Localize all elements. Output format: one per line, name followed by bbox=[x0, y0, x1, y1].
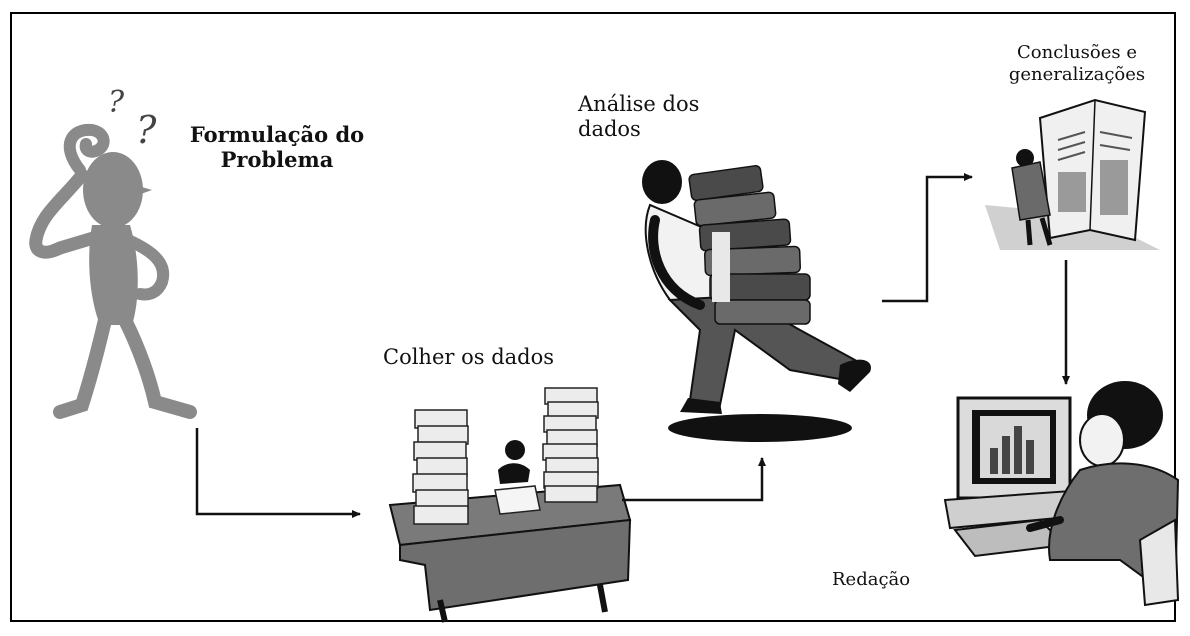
step-label-collect: Colher os dados bbox=[383, 345, 555, 369]
thinking-person-icon: ? ? bbox=[29, 85, 197, 419]
step-label-analysis-line1: Análise dos bbox=[578, 92, 700, 116]
step-label-problem: Formulação do Problema bbox=[182, 122, 372, 172]
arrow-collect-to-analysis bbox=[622, 457, 766, 502]
step-label-analysis-line2: dados bbox=[578, 117, 641, 142]
svg-text:?: ? bbox=[136, 108, 157, 152]
flow-arrows bbox=[195, 173, 1070, 518]
step-label-writing: Redação bbox=[832, 569, 911, 590]
step-label-conclusion-line1: Conclusões e bbox=[1017, 42, 1137, 63]
step-label-problem-line2: Problema bbox=[220, 147, 334, 173]
step-label-conclusion-line2: generalizações bbox=[1008, 63, 1146, 85]
arrow-problem-to-collect bbox=[195, 428, 361, 518]
desk-with-paper-stacks-icon bbox=[388, 387, 632, 623]
man-reading-newspaper-icon bbox=[985, 98, 1160, 250]
arrow-analysis-to-conclusion bbox=[882, 173, 973, 303]
step-label-conclusion: Conclusões e generalizações bbox=[972, 42, 1182, 85]
step-label-problem-line1: Formulação do bbox=[189, 122, 365, 147]
step-label-analysis: Análise dos dados bbox=[578, 92, 728, 142]
man-carrying-books-icon bbox=[642, 160, 871, 442]
woman-at-computer-icon bbox=[943, 381, 1180, 607]
svg-text:?: ? bbox=[108, 85, 125, 120]
